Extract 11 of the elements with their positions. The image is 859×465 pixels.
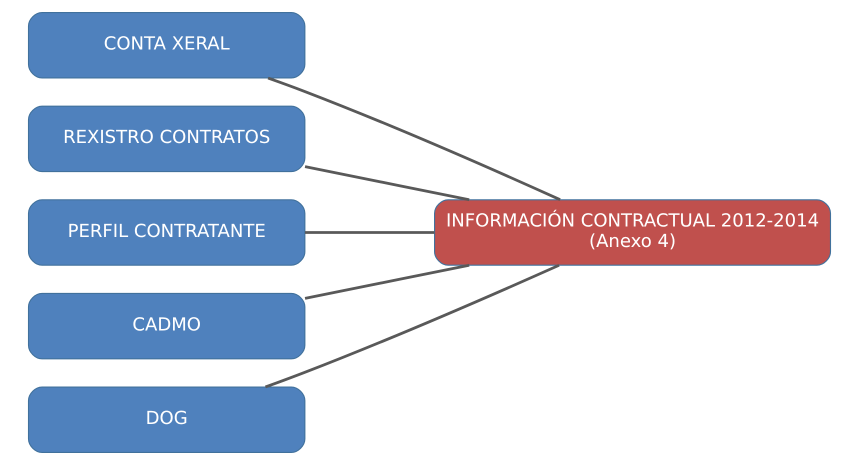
connector: [264, 264, 560, 388]
connector: [268, 76, 561, 201]
connector: [304, 264, 470, 300]
node-box: INFORMACIÓN CONTRACTUAL 2012-2014 (Anexo 4): [434, 199, 832, 266]
node-box: CADMO: [28, 292, 306, 360]
node-box: CONTA XERAL: [28, 12, 306, 79]
node-box: PERFIL CONTRATANTE: [28, 199, 306, 266]
connector: [304, 165, 470, 202]
connector: [305, 231, 434, 234]
node-box: DOG: [28, 386, 306, 454]
node-box: REXISTRO CONTRATOS: [28, 106, 306, 172]
